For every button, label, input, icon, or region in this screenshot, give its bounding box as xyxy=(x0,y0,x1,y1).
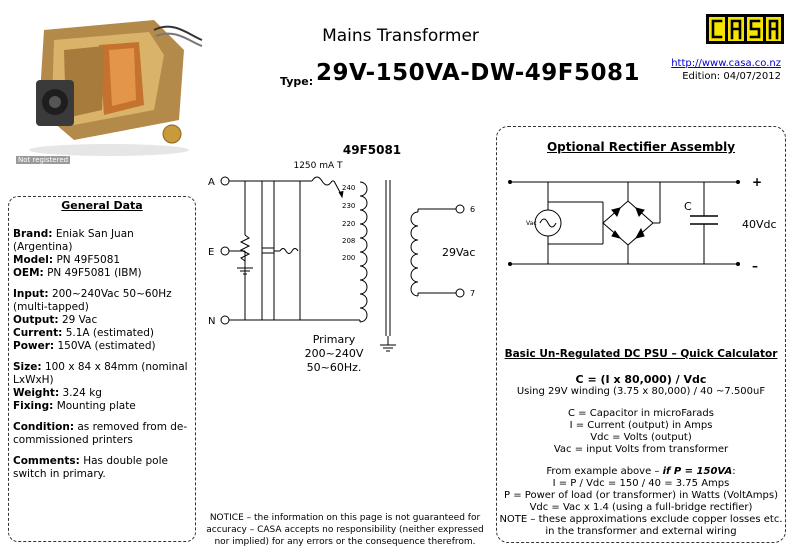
general-data-panel: General Data Brand: Eniak San Juan (Arge… xyxy=(8,196,196,542)
vdc-label: 40Vdc xyxy=(742,218,777,231)
watermark-label: Not registered xyxy=(16,156,71,164)
weight-label: Weight: xyxy=(13,387,60,399)
website-link[interactable]: http://www.casa.co.nz xyxy=(671,58,781,69)
oem-label: OEM: xyxy=(13,267,44,279)
calculator-title: Basic Un-Regulated DC PSU – Quick Calcul… xyxy=(504,348,778,360)
definition-vdc: Vdc = Volts (output) xyxy=(590,432,692,443)
output-label: Output: xyxy=(13,314,59,326)
general-data-title: General Data xyxy=(61,199,143,212)
note-line-1: NOTE – these approximations exclude copp… xyxy=(499,514,783,525)
terminal-e-label: E xyxy=(208,247,214,258)
page-title: Mains Transformer xyxy=(322,26,479,46)
terminal-n-icon xyxy=(220,315,230,325)
terminal-7-label: 7 xyxy=(470,289,475,298)
fuse-rating: 1250 mA T xyxy=(293,161,343,171)
secondary-winding-icon xyxy=(410,211,419,297)
oem-value: PN 49F5081 (IBM) xyxy=(47,267,142,279)
resistor-icon xyxy=(239,234,251,262)
fixing-label: Fixing: xyxy=(13,400,54,412)
primary-frequency: 50~60Hz. xyxy=(307,361,362,374)
tap-208: 208 xyxy=(342,237,355,245)
tap-200: 200 xyxy=(342,254,355,262)
line-vdc: Vdc = Vac x 1.4 (using a full-bridge rec… xyxy=(529,502,753,513)
transformer-photo xyxy=(14,10,204,158)
model-value: PN 49F5081 xyxy=(56,254,121,266)
primary-voltage: 200~240V xyxy=(305,347,364,360)
type-value: 29V-150VA-DW-49F5081 xyxy=(316,60,640,86)
terminal-6-label: 6 xyxy=(470,205,475,214)
condition-label: Condition: xyxy=(13,421,75,433)
type-label: Type: xyxy=(280,75,314,88)
current-label: Current: xyxy=(13,327,63,339)
note-line-2: in the transformer and external wiring xyxy=(545,526,737,537)
primary-label: Primary xyxy=(313,333,356,346)
brand-label: Brand: xyxy=(13,228,53,240)
tap-220: 220 xyxy=(342,220,355,228)
psu-calculator: Basic Un-Regulated DC PSU – Quick Calcul… xyxy=(496,348,786,538)
example-colon: : xyxy=(732,466,736,477)
fuse-icon xyxy=(311,176,333,186)
example-condition: if P = 150VA xyxy=(662,466,733,477)
power-label: Power: xyxy=(13,340,55,352)
transformer-schematic: 49F5081 1250 mA T A E N 240 230 220 208 … xyxy=(208,143,475,374)
terminal-a-icon xyxy=(220,176,230,186)
definition-vac: Vac = input Volts from transformer xyxy=(553,444,729,455)
calculator-example: Using 29V winding (3.75 x 80,000) / 40 ~… xyxy=(516,386,766,397)
calculator-formula: C = (I x 80,000) / Vdc xyxy=(575,373,707,386)
comments-value: Has double pole switch in primary. xyxy=(13,455,168,480)
size-label: Size: xyxy=(13,361,42,373)
physical-block: Size: 100 x 84 x 84mm (nominal LxWxH) We… xyxy=(13,361,191,413)
minus-label: – xyxy=(752,259,758,273)
fixing-value: Mounting plate xyxy=(56,400,136,412)
comments-block: Comments: Has double pole switch in prim… xyxy=(13,455,191,481)
input-value: 200~240Vac 50~60Hz (multi-tapped) xyxy=(13,288,172,313)
rectifier-panel xyxy=(496,126,786,543)
definition-i: I = Current (output) in Amps xyxy=(569,420,713,431)
rectifier-schematic: Vac C + – 40Vdc xyxy=(508,175,777,273)
edition-date: Edition: 04/07/2012 xyxy=(682,71,781,82)
output-value: 29 Vac xyxy=(61,314,98,326)
primary-winding-icon xyxy=(359,181,368,323)
vac-label: Vac xyxy=(526,220,537,227)
bridge-rectifier-icon xyxy=(602,200,654,246)
condition-value: as removed from de-commissioned printers xyxy=(13,421,188,446)
capacitor-label: C xyxy=(684,200,692,213)
example-intro-text: From example above – xyxy=(546,466,663,477)
tap-240: 240 xyxy=(342,184,355,192)
input-label: Input: xyxy=(13,288,49,300)
power-value: 150VA (estimated) xyxy=(57,340,156,352)
line-power: P = Power of load (or transformer) in Wa… xyxy=(504,490,778,501)
terminal-n-label: N xyxy=(208,316,215,327)
definition-c: C = Capacitor in microFarads xyxy=(568,408,714,419)
terminal-a-label: A xyxy=(208,177,215,188)
weight-value: 3.24 kg xyxy=(62,387,102,399)
plus-label: + xyxy=(752,175,762,189)
terminal-e-icon xyxy=(220,246,230,256)
electrical-block: Input: 200~240Vac 50~60Hz (multi-tapped)… xyxy=(13,288,191,353)
inductor-icon xyxy=(279,248,299,254)
secondary-voltage: 29Vac xyxy=(442,246,475,259)
size-value: 100 x 84 x 84mm (nominal LxWxH) xyxy=(13,361,188,386)
disclaimer-notice: NOTICE – the information on this page is… xyxy=(206,513,484,547)
example-intro: From example above – if P = 150VA: xyxy=(496,466,786,478)
casa-logo xyxy=(706,14,784,44)
identity-block: Brand: Eniak San Juan (Argentina) Model:… xyxy=(13,228,191,280)
comments-label: Comments: xyxy=(13,455,80,467)
model-label: Model: xyxy=(13,254,54,266)
tap-230: 230 xyxy=(342,202,355,210)
rectifier-title: Optional Rectifier Assembly xyxy=(546,140,736,154)
terminal-7-icon xyxy=(455,288,465,298)
line-current: I = P / Vdc = 150 / 40 = 3.75 Amps xyxy=(552,478,730,489)
current-value: 5.1A (estimated) xyxy=(65,327,154,339)
condition-block: Condition: as removed from de-commission… xyxy=(13,421,191,447)
brand-value: Eniak San Juan (Argentina) xyxy=(13,228,134,253)
schematic-part-no: 49F5081 xyxy=(343,143,401,157)
terminal-6-icon xyxy=(455,204,465,214)
